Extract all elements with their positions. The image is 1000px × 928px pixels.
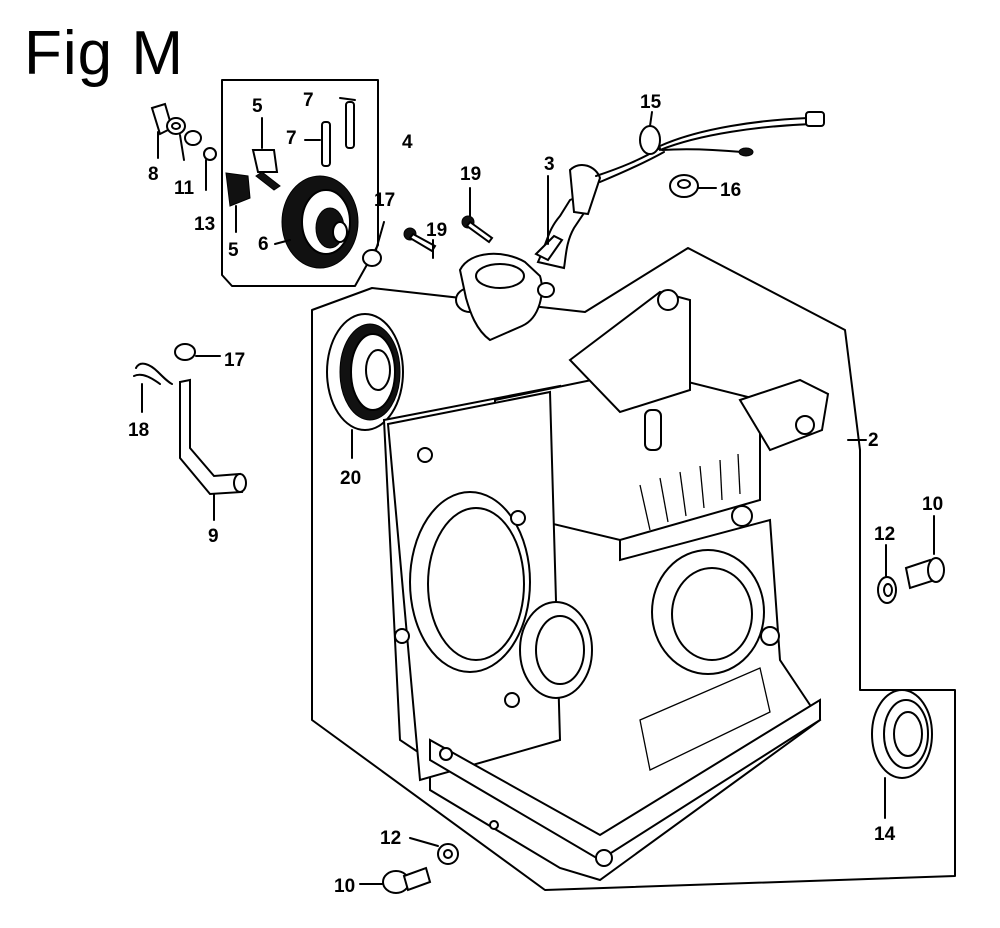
- part-11-washer: [166, 117, 186, 161]
- callout-12a: 12: [874, 524, 895, 545]
- part-12-washer-right: [877, 544, 897, 604]
- callout-7a: 7: [303, 90, 314, 111]
- part-18-clip: [133, 362, 173, 413]
- callout-10a: 10: [922, 494, 943, 515]
- callout-19b: 19: [426, 220, 447, 241]
- part-14-oil-seal: [871, 689, 933, 819]
- part-16-nut: [669, 174, 717, 198]
- figure-title: Fig M: [24, 19, 184, 88]
- part-19-bolt-a: [461, 187, 494, 244]
- part-3-breather-tube: [455, 163, 602, 342]
- callout-10b: 10: [334, 876, 355, 897]
- part-9-rod: [179, 378, 247, 521]
- part-12-washer-bottom: [409, 837, 459, 865]
- part-6-governor-gear: [274, 175, 359, 269]
- callout-19a: 19: [460, 164, 481, 185]
- callout-5b: 5: [228, 240, 239, 261]
- callout-3: 3: [544, 154, 555, 175]
- part-17-washer-upper: [362, 221, 385, 267]
- callout-12b: 12: [380, 828, 401, 849]
- part-10-bolt-bottom: [359, 866, 432, 894]
- group-4-outline: [221, 79, 379, 287]
- callout-16: 16: [720, 180, 741, 201]
- part-5-lever-lower: [225, 172, 251, 233]
- callout-2: 2: [868, 430, 879, 451]
- part-13-nut: [184, 130, 217, 191]
- callout-5a: 5: [252, 96, 263, 117]
- callout-20: 20: [340, 468, 361, 489]
- part-20-bearing: [326, 313, 404, 459]
- part-19-bolt-b: [403, 227, 437, 259]
- callout-14: 14: [874, 824, 896, 845]
- callout-7b: 7: [286, 128, 297, 149]
- part-7-pins: [304, 97, 356, 167]
- part-5-lever-upper: [251, 117, 281, 191]
- callout-13: 13: [194, 214, 215, 235]
- part-17-nut-left: [174, 343, 221, 361]
- callout-8: 8: [148, 164, 159, 185]
- callout-15: 15: [640, 92, 662, 113]
- callout-18: 18: [128, 420, 149, 441]
- callout-4: 4: [402, 132, 413, 153]
- part-2-crankcase: [382, 289, 867, 882]
- callout-9: 9: [208, 526, 219, 547]
- part-10-bolt-right: [904, 515, 945, 590]
- part-15-wire-harness: [595, 111, 825, 183]
- callout-17b: 17: [224, 350, 245, 371]
- callout-17a: 17: [374, 190, 395, 211]
- callout-6: 6: [258, 234, 269, 255]
- callout-11: 11: [174, 178, 195, 199]
